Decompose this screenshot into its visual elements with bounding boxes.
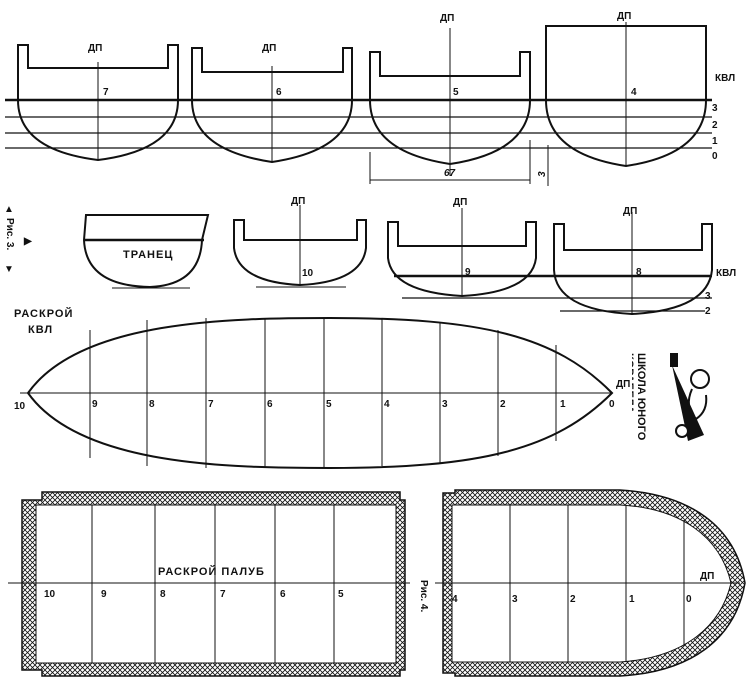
section-number-7: 7 [103, 87, 109, 98]
kvl-station-6: 6 [267, 399, 273, 410]
top-sections-group: ДП 7 ДП 6 ДП 5 67 3 ДП 4 КВЛ 3 2 1 0 [5, 11, 735, 186]
dim-height-value: 3 [537, 171, 548, 177]
kvl-station-7: 7 [208, 399, 214, 410]
waterline-number-2: 2 [712, 120, 718, 131]
dp-label-10: ДП [291, 196, 305, 207]
waterline-number-3: 3 [712, 103, 718, 114]
dim-width-value: 67 [444, 168, 456, 179]
section-number-6: 6 [276, 87, 282, 98]
deck-right-station-1: 1 [629, 594, 635, 605]
section-number-8: 8 [636, 267, 642, 278]
deck-left-station-7: 7 [220, 589, 226, 600]
kvl-label-top: КВЛ [715, 73, 735, 84]
kvl-station-8: 8 [149, 399, 155, 410]
deck-cut-group: РАСКРОЙ ПАЛУБ 10 9 8 7 6 5 Рис. 4. 4 3 2… [8, 489, 746, 677]
transom-label: ТРАНЕЦ [123, 249, 173, 261]
kvl-station-9: 9 [92, 399, 98, 410]
arrow-up-glyph: ▲ [4, 204, 14, 215]
dp-label-4: ДП [617, 11, 631, 22]
middle-sections-group: Рис. 3. ▲ ▶ ▼ ТРАНЕЦ ДП 10 ДП 9 ДП 8 КВЛ… [4, 196, 736, 317]
dp-label-6: ДП [262, 43, 276, 54]
deck-left-station-6: 6 [280, 589, 286, 600]
dp-label-9: ДП [453, 197, 467, 208]
section-5-outline [369, 51, 531, 166]
deck-left-station-10: 10 [44, 589, 56, 600]
deck-right-dp-label: ДП [700, 571, 714, 582]
waterline-number-0: 0 [712, 151, 718, 162]
kvl-station-0: 0 [609, 399, 615, 410]
deck-right-station-3: 3 [512, 594, 518, 605]
deck-left-station-9: 9 [101, 589, 107, 600]
dp-label-7: ДП [88, 43, 102, 54]
kvl-dp-label: ДП [616, 379, 630, 390]
kvl-station-2: 2 [500, 399, 506, 410]
section-number-10: 10 [302, 268, 314, 279]
transom-outline [82, 214, 210, 289]
deck-right-station-2: 2 [570, 594, 576, 605]
dp-label-8: ДП [623, 206, 637, 217]
kvl-station-1: 1 [560, 399, 566, 410]
section-8-outline [553, 223, 713, 316]
kvl-station-10: 10 [14, 401, 26, 412]
raskroy-kvl-title: РАСКРОЙ [14, 307, 73, 320]
figure-3-caption: Рис. 3. [4, 218, 15, 250]
raskroy-palub-title: РАСКРОЙ ПАЛУБ [158, 565, 265, 578]
figure-4-caption: Рис. 4. [418, 580, 429, 612]
waterline-number-1: 1 [712, 136, 718, 147]
svg-text:КОРАБЕЛА: КОРАБЕЛА [632, 353, 635, 414]
section-10-outline [233, 219, 367, 287]
section-number-5: 5 [453, 87, 459, 98]
mid-waterline-number-2: 2 [705, 306, 711, 317]
section-7-outline [17, 44, 179, 162]
arrow-down-glyph: ▼ [4, 264, 14, 275]
mid-waterline-number-3: 3 [705, 291, 711, 302]
kvl-cut-group: РАСКРОЙ КВЛ 10 9 8 7 6 5 4 3 2 1 0 ДП [14, 307, 630, 470]
section-number-4: 4 [631, 87, 637, 98]
dp-label-5: ДП [440, 13, 454, 24]
deck-left-panel [35, 504, 397, 664]
kvl-station-3: 3 [442, 399, 448, 410]
arrow-right-glyph: ▶ [23, 236, 33, 247]
svg-text:ШКОЛА ЮНОГО: ШКОЛА ЮНОГО [635, 353, 647, 441]
kvl-label-mid: КВЛ [716, 268, 736, 279]
school-logo: ШКОЛА ЮНОГО КОРАБЕЛА [623, 345, 712, 460]
section-6-outline [191, 47, 353, 164]
deck-left-station-5: 5 [338, 589, 344, 600]
deck-right-station-4: 4 [452, 594, 458, 605]
raskroy-kvl-subtitle: КВЛ [28, 324, 53, 336]
section-number-9: 9 [465, 267, 471, 278]
deck-left-station-8: 8 [160, 589, 166, 600]
deck-right-station-0: 0 [686, 594, 692, 605]
kvl-station-4: 4 [384, 399, 390, 410]
logo-emblem-icon: ШКОЛА ЮНОГО КОРАБЕЛА [623, 353, 710, 441]
kvl-station-5: 5 [326, 399, 332, 410]
